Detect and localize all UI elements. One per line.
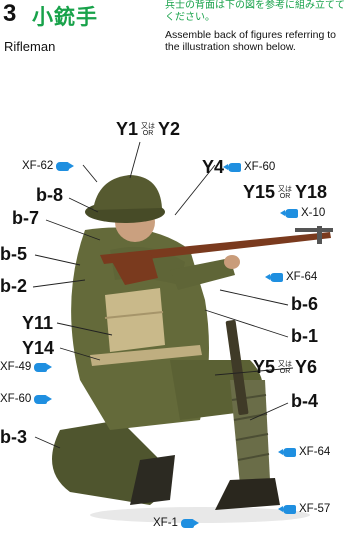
paint-marker-icon [34, 363, 47, 372]
or-en: OR [143, 130, 154, 137]
callout-b2: b-2 [0, 276, 27, 297]
part-b6: b-6 [291, 294, 318, 314]
paint-marker-icon [34, 395, 47, 404]
callout-x10: X-10 [285, 207, 325, 219]
part-b7: b-7 [12, 208, 39, 228]
paint-marker-icon [270, 273, 283, 282]
callout-xf60-top: XF-60 [228, 161, 275, 173]
callout-xf49: XF-49 [0, 361, 47, 373]
callout-b5: b-5 [0, 244, 27, 265]
or-en: OR [280, 368, 291, 375]
callout-xf64-leg: XF-64 [283, 446, 330, 458]
paint-marker-icon [283, 448, 296, 457]
part-b1: b-1 [291, 326, 318, 346]
part-b2: b-2 [0, 276, 27, 296]
callout-xf1: XF-1 [153, 517, 194, 529]
callout-xf57: XF-57 [283, 503, 330, 515]
paint-xf64: XF-64 [286, 271, 317, 283]
paint-marker-icon [181, 519, 194, 528]
paint-marker-icon [56, 162, 69, 171]
paint-x10: X-10 [301, 207, 325, 219]
part-y4: Y4 [202, 157, 224, 177]
paint-xf60: XF-60 [0, 393, 31, 405]
paint-marker-icon [283, 505, 296, 514]
part-y15: Y15 [243, 182, 275, 202]
part-y11: Y11 [22, 313, 53, 333]
paint-xf49: XF-49 [0, 361, 31, 373]
part-y6: Y6 [295, 357, 317, 377]
paint-xf1: XF-1 [153, 517, 178, 529]
part-y18: Y18 [295, 182, 327, 202]
callout-b4: b-4 [291, 391, 318, 412]
part-y2: Y2 [158, 119, 180, 139]
part-b3: b-3 [0, 427, 27, 447]
callout-y14: Y14 [22, 338, 54, 359]
paint-xf60: XF-60 [244, 161, 275, 173]
paint-xf64: XF-64 [299, 446, 330, 458]
callout-y11: Y11 [22, 313, 53, 334]
callout-xf64-rifle: XF-64 [270, 271, 317, 283]
callout-xf60-left: XF-60 [0, 393, 47, 405]
callout-b8: b-8 [36, 185, 63, 206]
callout-b7: b-7 [12, 208, 39, 229]
paint-xf62: XF-62 [22, 160, 53, 172]
callout-xf62: XF-62 [22, 160, 69, 172]
or-en: OR [280, 193, 291, 200]
part-y1: Y1 [116, 119, 138, 139]
callout-y4: Y4 [202, 157, 224, 178]
or-jp: 又は [278, 186, 292, 193]
paint-marker-icon [285, 209, 298, 218]
part-b5: b-5 [0, 244, 27, 264]
or-jp: 又は [141, 123, 155, 130]
callout-b1: b-1 [291, 326, 318, 347]
part-y5: Y5 [253, 357, 275, 377]
part-b4: b-4 [291, 391, 318, 411]
paint-xf57: XF-57 [299, 503, 330, 515]
paint-marker-icon [228, 163, 241, 172]
or-jp: 又は [278, 361, 292, 368]
part-b8: b-8 [36, 185, 63, 205]
callout-b3: b-3 [0, 427, 27, 448]
callout-b6: b-6 [291, 294, 318, 315]
part-y14: Y14 [22, 338, 54, 358]
